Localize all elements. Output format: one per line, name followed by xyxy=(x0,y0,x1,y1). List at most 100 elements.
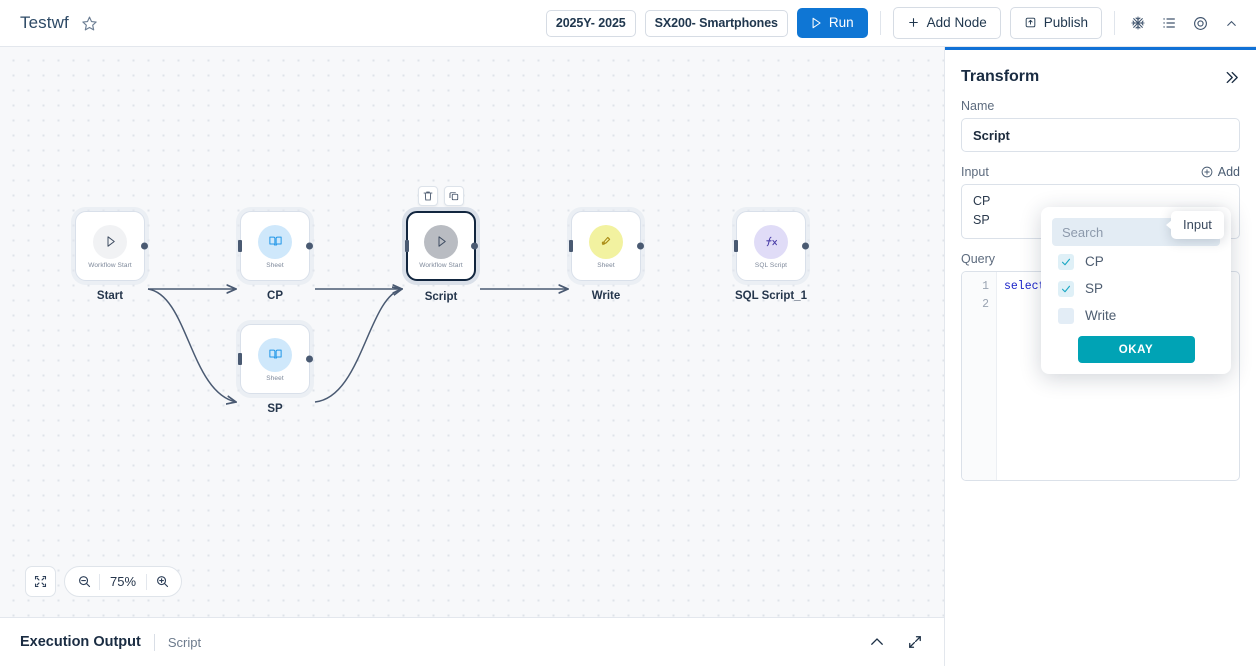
node-output-port[interactable] xyxy=(637,242,644,250)
add-input-label: Add xyxy=(1217,165,1240,179)
input-value-item: CP xyxy=(973,194,991,208)
node-output-port[interactable] xyxy=(306,355,313,363)
chevron-up-icon[interactable] xyxy=(1220,12,1242,34)
book-icon xyxy=(258,224,292,259)
panel-body: Transform Name Input Add CP SP xyxy=(945,50,1256,481)
star-outline-icon[interactable] xyxy=(81,15,98,32)
execution-output-subtitle: Script xyxy=(167,634,202,650)
add-node-label: Add Node xyxy=(926,15,987,30)
check-icon[interactable] xyxy=(1058,253,1074,270)
checkbox-empty-icon[interactable] xyxy=(1058,307,1074,324)
input-tooltip: Input xyxy=(1166,211,1224,239)
workflow-canvas[interactable]: Workflow Start Start Sheet CP Sheet SP xyxy=(0,47,945,617)
node-input-port[interactable] xyxy=(734,240,738,252)
publish-label: Publish xyxy=(1043,15,1088,30)
editor-lines[interactable]: select xyxy=(997,272,1239,480)
plus-icon xyxy=(907,16,920,29)
dropdown-option-sp[interactable]: SP xyxy=(1052,277,1220,300)
code-line: select xyxy=(1004,278,1239,296)
execution-output-title: Execution Output xyxy=(20,634,141,650)
name-input[interactable] xyxy=(961,118,1240,152)
fit-screen-icon[interactable] xyxy=(25,566,56,597)
line-number: 2 xyxy=(982,297,989,311)
node-start[interactable]: Workflow Start Start xyxy=(75,211,148,302)
dropdown-option-write[interactable]: Write xyxy=(1052,304,1220,327)
list-icon[interactable] xyxy=(1158,12,1180,34)
play-triangle-icon xyxy=(424,224,458,259)
input-label: Input xyxy=(961,165,989,179)
node-subtitle: Sheet xyxy=(597,261,615,269)
chevron-double-right-icon[interactable] xyxy=(1223,69,1240,86)
copy-icon[interactable] xyxy=(444,186,464,206)
node-input-port[interactable] xyxy=(238,240,242,252)
node-input-port[interactable] xyxy=(405,240,409,252)
page-title: Testwf xyxy=(20,13,69,32)
okay-button[interactable]: OKAY xyxy=(1077,336,1195,363)
editor-gutter: 1 2 xyxy=(962,271,997,480)
check-icon[interactable] xyxy=(1058,280,1074,297)
chevron-up-icon[interactable] xyxy=(868,633,886,651)
topbar-right: 2025Y- 2025 SX200- Smartphones Run Add N… xyxy=(545,7,1256,39)
node-input-port[interactable] xyxy=(569,240,573,252)
dropdown-option-label: SP xyxy=(1085,281,1104,296)
node-script[interactable]: Workflow Start Script xyxy=(405,211,478,303)
play-triangle-icon xyxy=(809,16,823,30)
query-label: Query xyxy=(961,251,996,266)
panel-header: Transform xyxy=(961,68,1240,86)
panel-accent-bar xyxy=(945,47,1256,50)
add-input-button[interactable]: Add xyxy=(1200,165,1240,179)
input-field-row: Input Add xyxy=(961,165,1240,179)
fx-icon xyxy=(754,224,788,259)
expand-diagonal-icon[interactable] xyxy=(906,633,924,651)
chip-period[interactable]: 2025Y- 2025 xyxy=(545,9,636,37)
execution-output-divider xyxy=(153,633,155,651)
node-subtitle: SQL Script xyxy=(754,261,788,269)
panel-title: Transform xyxy=(961,68,1040,85)
node-output-port[interactable] xyxy=(141,242,148,250)
add-node-button[interactable]: Add Node xyxy=(892,7,1001,39)
publish-button[interactable]: Publish xyxy=(1009,7,1102,39)
book-icon xyxy=(258,337,292,372)
node-sp[interactable]: Sheet SP xyxy=(238,324,313,415)
edge-layer xyxy=(147,47,945,617)
pen-signature-icon xyxy=(589,224,623,259)
dropdown-option-label: Write xyxy=(1085,308,1117,323)
node-action-toolbar xyxy=(418,186,464,206)
snowflake-icon[interactable] xyxy=(1127,12,1149,34)
eye-target-icon[interactable] xyxy=(1189,12,1211,34)
run-label: Run xyxy=(828,15,854,30)
name-label: Name xyxy=(961,99,995,113)
node-output-port[interactable] xyxy=(802,242,809,250)
node-cp[interactable]: Sheet CP xyxy=(238,211,313,302)
zoom-group: 75% xyxy=(64,566,183,597)
node-label: Start xyxy=(96,290,124,302)
code-keyword: select xyxy=(1004,279,1046,293)
node-subtitle: Sheet xyxy=(266,374,284,382)
node-subtitle: Sheet xyxy=(266,261,284,269)
trash-icon[interactable] xyxy=(418,186,438,206)
node-write[interactable]: Sheet Write xyxy=(569,211,644,302)
zoom-out-icon[interactable] xyxy=(69,567,99,596)
top-toolbar: Testwf 2025Y- 2025 SX200- Smartphones Ru… xyxy=(0,0,1256,47)
transform-panel: Transform Name Input Add CP SP xyxy=(945,47,1256,666)
node-label: CP xyxy=(267,290,283,302)
node-subtitle: Workflow Start xyxy=(88,261,132,269)
zoom-divider-right xyxy=(146,573,148,590)
zoom-in-icon[interactable] xyxy=(147,567,177,596)
node-label: SP xyxy=(267,403,283,415)
zoom-level-value[interactable]: 75% xyxy=(110,574,137,589)
run-button[interactable]: Run xyxy=(796,8,868,38)
node-input-port[interactable] xyxy=(238,353,242,365)
node-sql-script-1[interactable]: SQL Script SQL Script_1 xyxy=(734,211,809,302)
execution-output-actions xyxy=(868,633,924,651)
node-output-port[interactable] xyxy=(306,242,313,250)
dropdown-option-cp[interactable]: CP xyxy=(1052,250,1220,273)
toolbar-divider-2 xyxy=(1114,11,1115,35)
node-output-port[interactable] xyxy=(471,242,478,250)
zoom-controls: 75% xyxy=(25,566,183,597)
play-triangle-icon xyxy=(93,224,127,259)
line-number: 1 xyxy=(982,279,989,293)
node-label: Script xyxy=(424,291,458,303)
node-label: Write xyxy=(591,290,621,302)
chip-scenario[interactable]: SX200- Smartphones xyxy=(644,9,788,37)
